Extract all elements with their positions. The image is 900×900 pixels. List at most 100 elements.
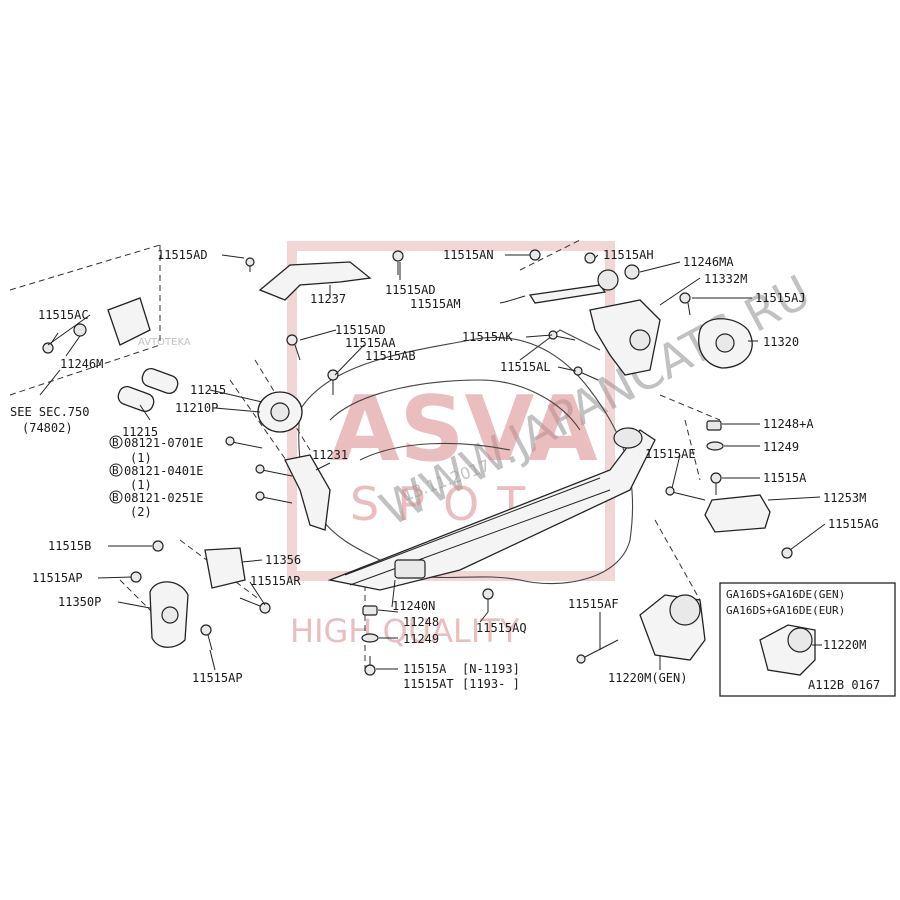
marker-b-2 — [109, 463, 123, 477]
bolt-11515AD-top — [245, 257, 255, 272]
bolt-11515AF — [576, 639, 619, 664]
label-b-1: B — [112, 436, 119, 449]
bolt-11515AL — [573, 366, 599, 381]
label-0701E: 08121-0701E — [124, 436, 203, 450]
watermark-quality: HIGH QUALITY — [290, 612, 520, 650]
label-11515AD-top: 11515AD — [157, 248, 208, 262]
bolt-11515AP-b — [200, 624, 213, 651]
leader-lines — [39, 254, 826, 671]
label-11515A-center: 11515A — [403, 662, 447, 676]
label-11515AN: 11515AN — [443, 248, 494, 262]
bracket-11356 — [204, 547, 246, 589]
bolt-11515AD-mid — [392, 250, 404, 275]
bolt-11515AE — [665, 486, 706, 501]
label-11350P: 11350P — [58, 595, 101, 609]
nut-11515B — [152, 540, 164, 552]
label-11515AE: 11515AE — [645, 447, 696, 461]
label-11237: 11237 — [310, 292, 346, 306]
bolt-11515A-right — [710, 472, 722, 495]
label-0701E-qty: (1) — [130, 451, 152, 465]
label-11220M-gen: 11220M(GEN) — [608, 671, 687, 685]
label-11515AM: 11515AM — [410, 297, 461, 311]
label-11515AL: 11515AL — [500, 360, 551, 374]
bracket-11231 — [284, 454, 331, 531]
label-11332M: 11332M — [704, 272, 747, 286]
label-11240N: 11240N — [392, 599, 435, 613]
label-0401E: 08121-0401E — [124, 464, 203, 478]
link-11246MA — [528, 269, 619, 304]
bolt-0251E — [255, 491, 293, 504]
washer-11248 — [362, 605, 378, 616]
label-see-sec: SEE SEC.750 — [10, 405, 89, 419]
label-b-2: B — [112, 464, 119, 477]
watermark-avtoteka: AVTOTEKA — [138, 337, 191, 348]
bolt-11515AB — [327, 369, 339, 395]
label-0251E-qty: (2) — [130, 505, 152, 519]
engine-block-outline — [298, 329, 634, 585]
label-11515AP-a: 11515AP — [32, 571, 83, 585]
label-11210P: 11210P — [175, 401, 218, 415]
label-11253M: 11253M — [823, 491, 866, 505]
label-11246M: 11246M — [60, 357, 103, 371]
label-diagram-code: A112B 0167 — [808, 678, 880, 692]
bolt-11515AQ — [482, 588, 494, 612]
mount-11220M-box — [759, 624, 816, 676]
label-box-line2: GA16DS+GA16DE(EUR) — [726, 604, 845, 617]
label-11248: 11248 — [403, 615, 439, 629]
label-11248A: 11248+A — [763, 417, 814, 431]
label-11515AR: 11515AR — [250, 574, 301, 588]
label-11215-a: 11215 — [190, 383, 226, 397]
bolt-11515A-center — [364, 656, 376, 676]
bolt-0701E — [225, 436, 263, 449]
bracket-11332M — [589, 299, 661, 376]
variant-box — [719, 582, 896, 697]
cross-member-11240N — [327, 427, 656, 591]
bolt-11515AR — [239, 597, 271, 614]
label-11515AF: 11515AF — [568, 597, 619, 611]
label-11515AC: 11515AC — [38, 308, 89, 322]
label-b-3: B — [112, 491, 119, 504]
label-box-line1: GA16DS+GA16DE(GEN) — [726, 588, 845, 601]
bracket-left-upper — [107, 297, 151, 346]
mount-11320 — [698, 318, 753, 369]
labels: 11515AD 11515AC 11246M SEE SEC.750 (7480… — [10, 248, 880, 692]
plate-11215 — [117, 367, 179, 413]
label-11515AP-b: 11515AP — [192, 671, 243, 685]
bracket-11253M — [704, 494, 771, 533]
bracket-11237 — [258, 261, 372, 301]
label-11246MA: 11246MA — [683, 255, 734, 269]
label-74802: (74802) — [22, 421, 73, 435]
label-11249-right: 11249 — [763, 440, 799, 454]
bolt-11515AP-a — [130, 571, 142, 583]
bolt-11515AA — [286, 334, 301, 361]
washer-11249-right — [706, 441, 724, 451]
mount-11210P — [257, 391, 303, 433]
bolt-11515AN — [529, 249, 541, 261]
bolt-11515AM — [504, 295, 526, 303]
washer-11249-center — [361, 633, 379, 643]
bolt-0401E — [255, 464, 293, 477]
marker-b-3 — [109, 490, 123, 504]
label-11515AD-mid: 11515AD — [385, 283, 436, 297]
label-11515AT-range: [1193- ] — [462, 677, 520, 691]
label-11231: 11231 — [312, 448, 348, 462]
label-11515AJ: 11515AJ — [755, 291, 806, 305]
label-11515B: 11515B — [48, 539, 91, 553]
mount-11350P — [149, 581, 189, 648]
label-11515AT: 11515AT — [403, 677, 454, 691]
label-11356: 11356 — [265, 553, 301, 567]
label-11515AG: 11515AG — [828, 517, 879, 531]
label-11249-center: 11249 — [403, 632, 439, 646]
bolt-11515AJ — [679, 292, 691, 316]
label-11320: 11320 — [763, 335, 799, 349]
label-11220M-box: 11220M — [823, 638, 866, 652]
marker-b-1 — [109, 435, 123, 449]
nut-11246M — [73, 323, 87, 337]
label-11515AH: 11515AH — [603, 248, 654, 262]
label-0251E: 08121-0251E — [124, 491, 203, 505]
label-11515AA: 11515AA — [345, 336, 396, 350]
label-11515A-range: [N-1193] — [462, 662, 520, 676]
bolt-11515AG — [781, 547, 793, 559]
label-11215-b: 11215 — [122, 425, 158, 439]
